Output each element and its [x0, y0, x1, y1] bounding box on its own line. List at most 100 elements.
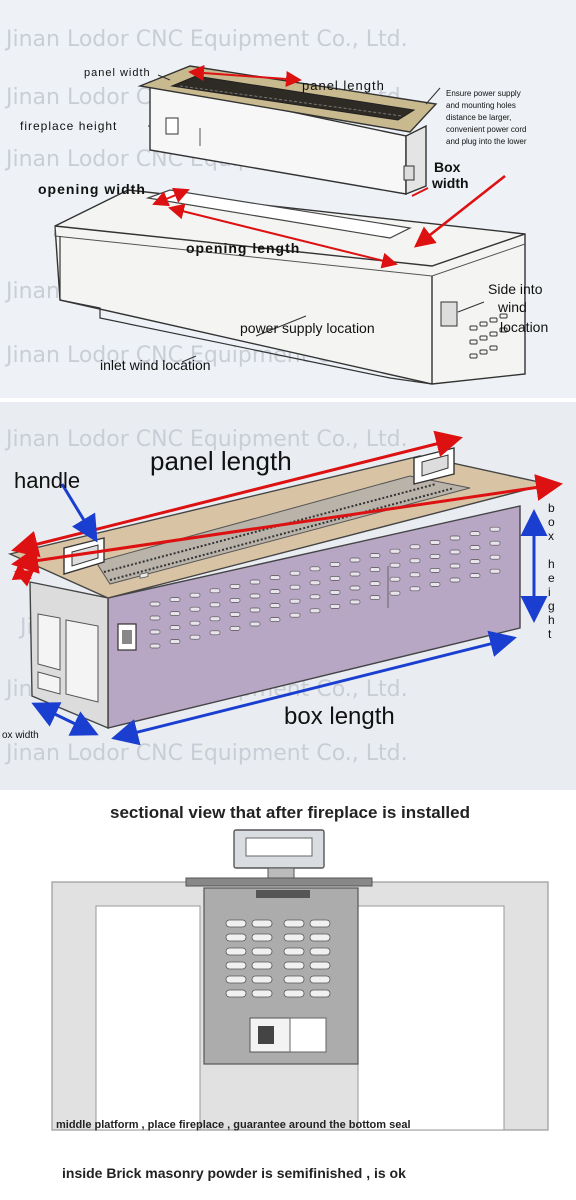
label-power-supply: power supply location [240, 320, 375, 336]
vent-slot [225, 919, 247, 928]
vent-slot [149, 629, 161, 635]
caption-middle-platform: middle platform , place fireplace , guar… [56, 1119, 411, 1131]
vent-slot [309, 566, 321, 572]
vent-slot [389, 562, 401, 568]
watermark: Jinan Lodor CNC Equipment Co., Ltd. [4, 27, 408, 52]
vent-slot [409, 572, 421, 578]
vent-slot [309, 608, 321, 614]
vent-slot [225, 989, 247, 998]
vent-slot [283, 961, 305, 970]
vent-slot [209, 602, 221, 608]
leader-lines [148, 74, 485, 363]
vent-slot [169, 611, 181, 616]
vent-slot [283, 947, 305, 956]
vent-slot [251, 961, 273, 970]
vent-slot [269, 603, 281, 608]
fireplace-panel [185, 877, 373, 887]
socket-plate [289, 1017, 327, 1053]
vent-slot [349, 557, 361, 563]
vent-slot [489, 568, 501, 574]
vent-slot [489, 554, 501, 560]
vent-slot [251, 975, 273, 984]
vent-slot [251, 919, 273, 928]
vent-slot [469, 531, 481, 536]
vent-slot [289, 584, 301, 590]
vent-slot [429, 582, 441, 587]
vent-slot [389, 576, 401, 582]
vent-slot [249, 607, 261, 613]
vent-slot [149, 615, 161, 621]
vent-slot [329, 576, 341, 581]
vent-slot [309, 947, 331, 956]
vent-slot [449, 549, 461, 555]
vent-slot [249, 579, 261, 585]
vent-slot [369, 567, 381, 572]
vent-slot [429, 568, 441, 573]
vent-slot [269, 617, 281, 622]
vent-slot [449, 563, 461, 569]
fireplace-box [7, 447, 549, 730]
label-fireplace-height: fireplace height [20, 119, 117, 133]
box-height-letter: x [548, 529, 554, 543]
vent-slot [369, 553, 381, 558]
vent-slot [189, 606, 201, 612]
label-panel-width: panel width [84, 67, 151, 79]
left-cavity [95, 905, 201, 1131]
vent-slot [249, 621, 261, 627]
vent-slot [409, 558, 421, 564]
label-panel-length: panel length [302, 78, 385, 93]
vent-slot [309, 989, 331, 998]
vent-slot [449, 535, 461, 541]
vent-slot [329, 604, 341, 609]
box-height-letter: b [548, 501, 555, 515]
fireplace-installation-drawing: Jinan Lodor CNC Equipment Co., Ltd. Jina… [4, 27, 548, 385]
box-height-letter: i [548, 585, 551, 599]
top-view-diagram: Jinan Lodor CNC Equipment Co., Ltd. Jina… [0, 0, 576, 398]
vent-slot [189, 620, 201, 626]
dimension-arrows [152, 65, 506, 269]
vent-slot [283, 975, 305, 984]
label-box-width: ox width [2, 730, 39, 741]
vent-slot [251, 947, 273, 956]
power-switch [258, 1026, 274, 1044]
label-side-wind: wind [497, 299, 527, 315]
vent-slot [289, 612, 301, 618]
vent-holes [225, 919, 331, 998]
label-opening-length: opening length [186, 240, 300, 256]
vent-slot [169, 639, 181, 644]
vent-slot [469, 559, 481, 564]
vent-slot [369, 595, 381, 600]
vent-slot [289, 570, 301, 576]
box-height-letter: h [548, 557, 555, 571]
vent-slot [225, 933, 247, 942]
sectional-view-drawing: sectional view that after fireplace is i… [51, 803, 549, 1181]
vent-slot [251, 989, 273, 998]
label-side-wind: location [500, 319, 548, 335]
vent-slot [189, 634, 201, 640]
vent-slot [229, 626, 241, 631]
burner [256, 890, 310, 898]
label-inlet-wind: inlet wind location [100, 357, 211, 373]
vent-slot [229, 612, 241, 617]
vent-slot [249, 593, 261, 599]
vent-slot [229, 584, 241, 589]
box-height-letter: o [548, 515, 555, 529]
note-line: Ensure power supply [446, 89, 521, 98]
label-box-width: Box [434, 159, 461, 175]
vent-slot [349, 599, 361, 605]
note-power-supply: Ensure power supply and mounting holes d… [446, 89, 527, 146]
vent-slot [269, 589, 281, 594]
label-panel-length: panel length [150, 446, 292, 476]
vent-slot [309, 919, 331, 928]
box-height-letter: e [548, 571, 555, 585]
vent-slot [489, 540, 501, 546]
vent-slot [169, 597, 181, 602]
label-box-length: box length [284, 703, 395, 730]
vent-slot [489, 526, 501, 532]
vent-slot [389, 590, 401, 596]
vent-slot [289, 598, 301, 604]
vent-slot [229, 598, 241, 603]
vent-slot [369, 581, 381, 586]
vent-slot [225, 975, 247, 984]
note-line: and mounting holes [446, 101, 516, 110]
